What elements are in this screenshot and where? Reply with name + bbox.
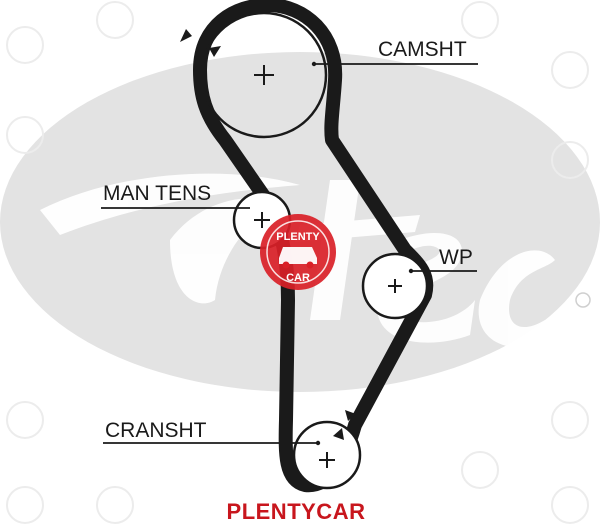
- car-icon: [279, 247, 317, 264]
- timing-marks: [180, 29, 356, 440]
- watermark-rings: [6, 1, 589, 524]
- timing-mark-icon: [345, 410, 356, 421]
- timing-mark-icon: [209, 46, 221, 57]
- water-pump-pulley: WP: [361, 246, 477, 320]
- timing-mark-icon: [180, 29, 192, 42]
- camshaft-circle: [200, 11, 328, 139]
- plentycar-badge: PLENTY CAR: [260, 214, 336, 290]
- camshaft-pulley: CAMSHT: [200, 11, 478, 139]
- crankshaft-label: CRANSHT: [105, 419, 207, 442]
- tensioner-pulley: MAN TENS: [101, 182, 292, 250]
- footer-brand: PLENTYCAR: [227, 499, 366, 524]
- water-pump-label: WP: [439, 246, 473, 269]
- camshaft-label: CAMSHT: [378, 38, 467, 61]
- badge-text-top: PLENTY: [276, 231, 320, 243]
- badge-text-bottom: CAR: [286, 272, 310, 284]
- crankshaft-pulley: CRANSHT: [103, 419, 362, 490]
- tensioner-label: MAN TENS: [103, 182, 211, 205]
- timing-mark-icon: [333, 428, 344, 440]
- registered-mark-icon: [575, 292, 591, 308]
